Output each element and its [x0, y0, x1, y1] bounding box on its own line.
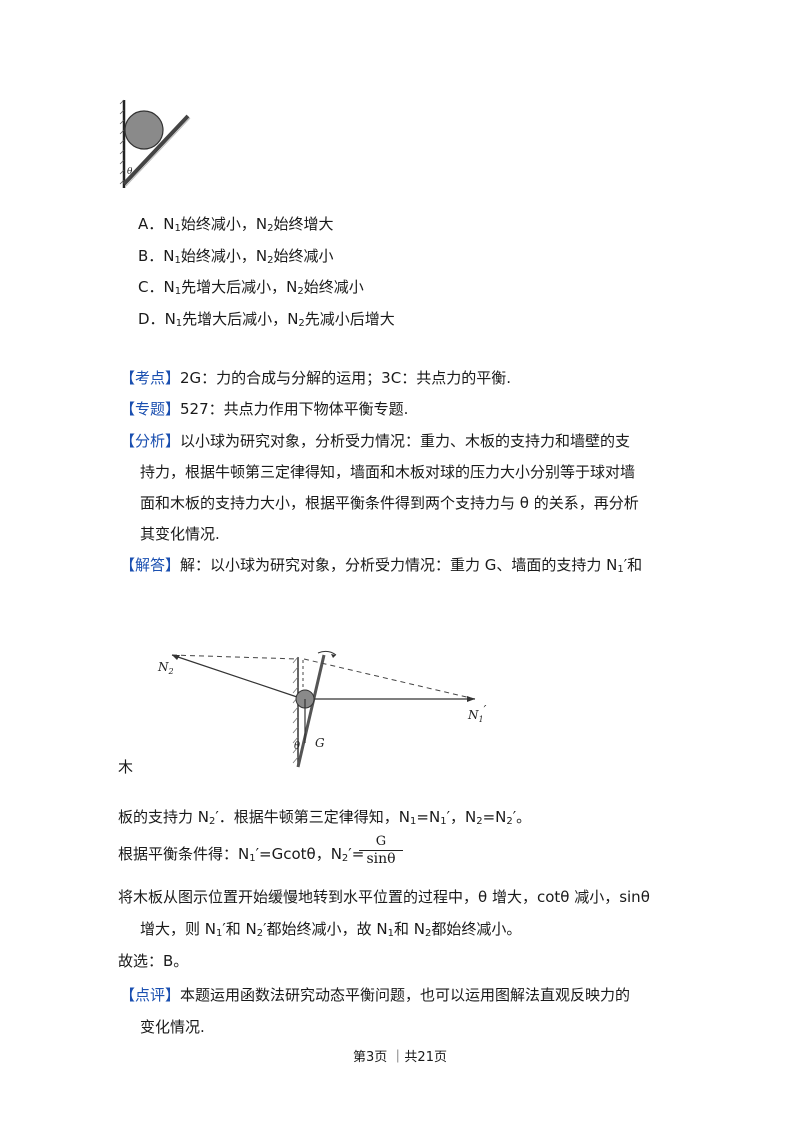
- fenxi-line-4: 其变化情况.: [140, 525, 220, 543]
- answer-line: 故选：B。: [118, 952, 189, 970]
- rotation-line-1: 将木板从图示位置开始缓慢地转到水平位置的过程中，θ 增大，cotθ 减小，sin…: [118, 888, 650, 906]
- option-d: D．N1先增大后减小，N2先减小后增大: [138, 310, 395, 329]
- fenxi-line-2: 持力，根据牛顿第三定律得知，墙面和木板对球的压力大小分别等于球对墙: [140, 463, 636, 481]
- jieda-line: 【解答】解：以小球为研究对象，分析受力情况：重力 G、墙面的支持力 N1′和: [120, 556, 643, 575]
- force-diagram: N2 N1′ G θ: [157, 650, 487, 768]
- ball-wall-board-figure: θ: [119, 99, 191, 188]
- fenxi-line-1: 【分析】以小球为研究对象，分析受力情况：重力、木板的支持力和墙壁的支: [120, 432, 631, 450]
- balance-condition-line: 根据平衡条件得：N1′=Gcotθ，N2′=: [118, 845, 365, 864]
- n2-label: N2: [157, 660, 174, 676]
- mu-char: 木: [118, 758, 134, 776]
- dianping-tag: 【点评】: [120, 986, 181, 1004]
- option-c: C．N1先增大后减小，N2始终减小: [138, 278, 364, 297]
- zhuanti-tag: 【专题】: [120, 400, 181, 418]
- page-footer: 第3页 ｜共21页: [353, 1050, 447, 1065]
- kaodian-tag: 【考点】: [120, 369, 181, 387]
- theta-label-2: θ: [294, 741, 300, 752]
- n2-fraction: G sinθ: [357, 835, 405, 867]
- dianping-line-1: 【点评】本题运用函数法研究动态平衡问题，也可以运用图解法直观反映力的: [120, 986, 631, 1004]
- kaodian-line: 【考点】2G：力的合成与分解的运用；3C：共点力的平衡.: [120, 369, 511, 387]
- zhuanti-line: 【专题】527：共点力作用下物体平衡专题.: [120, 400, 409, 418]
- board-support-line: 板的支持力 N2′．根据牛顿第三定律得知，N1=N1′，N2=N2′。: [118, 808, 532, 827]
- theta-label: θ: [127, 167, 133, 177]
- fenxi-line-3: 面和木板的支持力大小，根据平衡条件得到两个支持力与 θ 的关系，再分析: [140, 494, 639, 512]
- jieda-tag: 【解答】: [120, 556, 181, 574]
- n1-label: N1′: [467, 703, 487, 724]
- rotation-line-2: 增大，则 N1′和 N2′都始终减小，故 N1和 N2都始终减小。: [140, 920, 522, 939]
- fenxi-tag: 【分析】: [120, 432, 181, 450]
- option-b: B．N1始终减小，N2始终减小: [138, 247, 334, 266]
- option-a: A．N1始终减小，N2始终增大: [138, 215, 334, 234]
- g-label: G: [315, 736, 325, 750]
- dianping-line-2: 变化情况.: [140, 1018, 205, 1036]
